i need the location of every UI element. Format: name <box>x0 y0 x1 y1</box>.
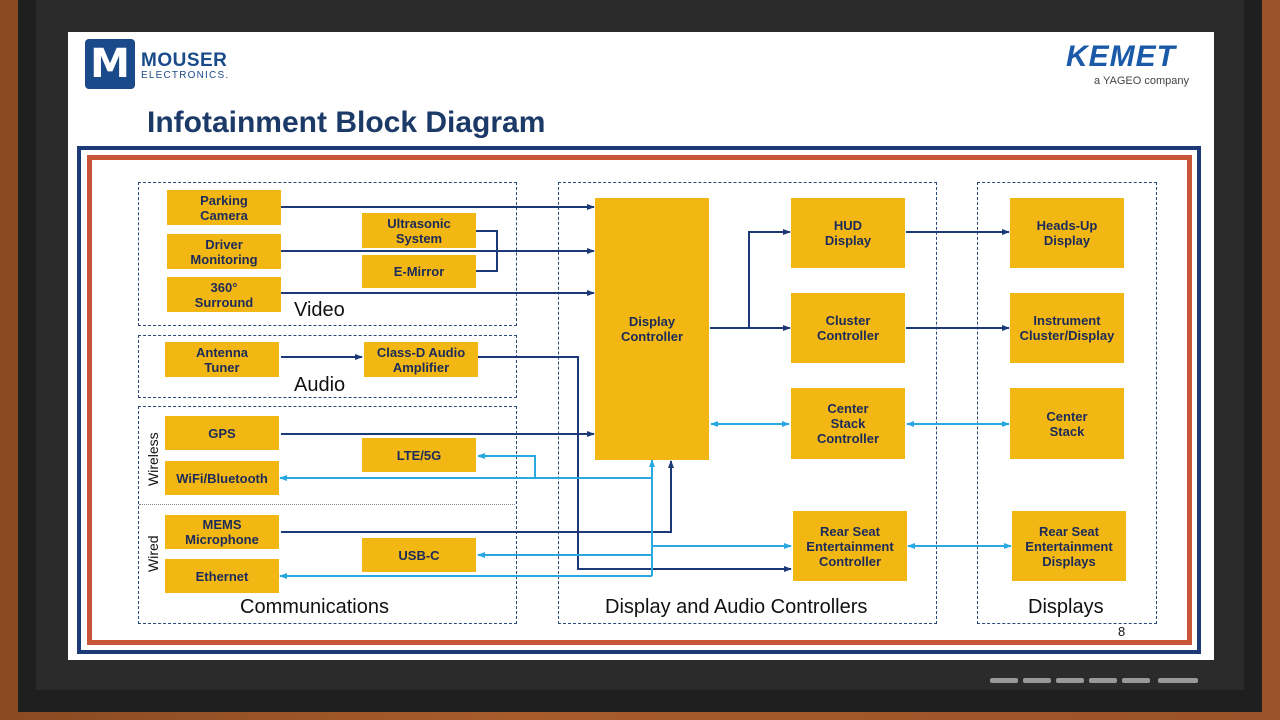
surround-360-block: 360° Surround <box>167 277 281 312</box>
wireless-wired-divider <box>139 504 515 505</box>
inner-border <box>87 155 1192 645</box>
class-d-amplifier-block: Class-D Audio Amplifier <box>364 342 478 377</box>
audio-group <box>138 335 517 398</box>
display-controller-block: Display Controller <box>595 198 709 460</box>
wire-to-hud <box>748 229 791 328</box>
center-stack-block: Center Stack <box>1010 388 1124 459</box>
displays-label: Displays <box>1028 596 1104 618</box>
antenna-tuner-block: Antenna Tuner <box>165 342 279 377</box>
bezel-button[interactable] <box>1023 678 1051 683</box>
driver-monitoring-block: Driver Monitoring <box>167 234 281 269</box>
kemet-logo: KEMET <box>1066 40 1176 73</box>
bezel-button[interactable] <box>1158 678 1198 683</box>
usb-c-block: USB-C <box>362 538 476 572</box>
center-stack-controller-block: Center Stack Controller <box>791 388 905 459</box>
parking-camera-block: Parking Camera <box>167 190 281 225</box>
audio-label: Audio <box>294 374 346 396</box>
wifi-bluetooth-block: WiFi/Bluetooth <box>165 461 279 495</box>
rear-seat-displays-block: Rear Seat Entertainment Displays <box>1012 511 1126 581</box>
bezel-button[interactable] <box>1122 678 1150 683</box>
lte-5g-block: LTE/5G <box>362 438 476 472</box>
wire-amp-to-rear-seat <box>478 356 792 572</box>
controllers-label: Display and Audio Controllers <box>605 596 868 618</box>
wire-ultrasonic-emirror <box>476 230 498 272</box>
video-label: Video <box>294 299 345 321</box>
rear-seat-controller-block: Rear Seat Entertainment Controller <box>793 511 907 581</box>
cluster-controller-block: Cluster Controller <box>791 293 905 363</box>
heads-up-display-block: Heads-Up Display <box>1010 198 1124 268</box>
communications-label: Communications <box>240 596 389 618</box>
slide-title: Infotainment Block Diagram <box>147 106 546 139</box>
instrument-cluster-block: Instrument Cluster/Display <box>1010 293 1124 363</box>
communications-group <box>138 406 517 624</box>
page-number: 8 <box>1118 624 1126 639</box>
controllers-group <box>558 182 937 624</box>
bezel-button[interactable] <box>1056 678 1084 683</box>
mems-microphone-block: MEMS Microphone <box>165 515 279 549</box>
bezel-button[interactable] <box>1089 678 1117 683</box>
mouser-logo: M <box>85 39 135 89</box>
wire-mems-to-display <box>281 460 674 533</box>
ultrasonic-system-block: Ultrasonic System <box>362 213 476 248</box>
video-group <box>138 182 517 326</box>
ethernet-block: Ethernet <box>165 559 279 593</box>
bezel-button[interactable] <box>990 678 1018 683</box>
gps-block: GPS <box>165 416 279 450</box>
wire-to-lte <box>477 453 536 478</box>
mouser-subtitle: ELECTRONICS. <box>141 70 230 81</box>
e-mirror-block: E-Mirror <box>362 255 476 288</box>
displays-group <box>977 182 1157 624</box>
outer-border <box>77 146 1201 654</box>
kemet-subtitle: a YAGEO company <box>1094 75 1189 87</box>
mouser-name: MOUSER <box>141 50 228 71</box>
hud-display-block: HUD Display <box>791 198 905 268</box>
